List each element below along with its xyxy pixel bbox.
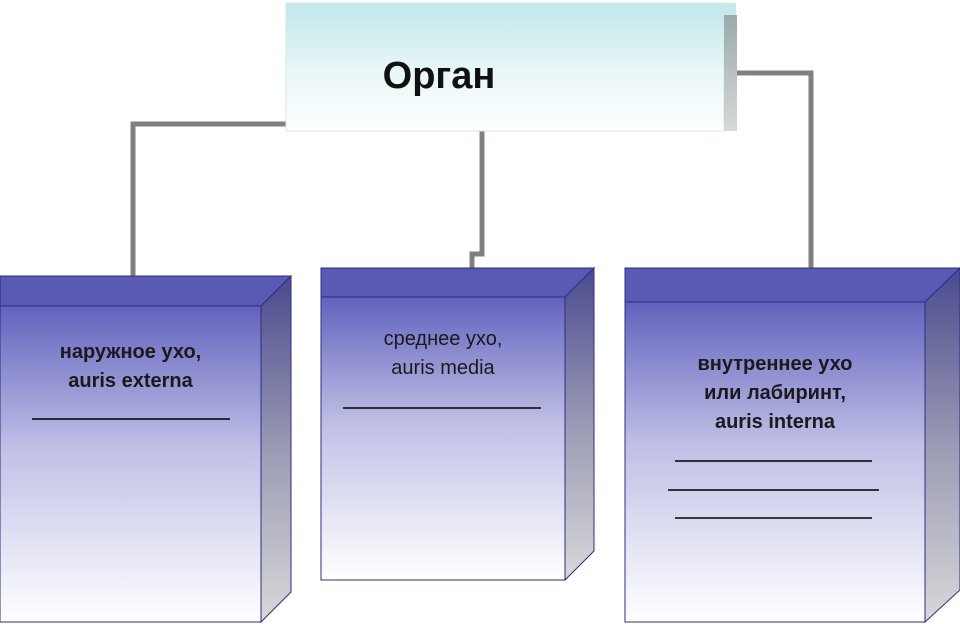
connector-right [737, 70, 814, 268]
box-inner-ear [624, 267, 960, 624]
box-outer-ear-label: наружное ухо, auris externa [59, 341, 202, 392]
box-inner-ear-label: внутреннее ухо или лабиринт, auris inter… [697, 353, 853, 433]
root-title: Орган [382, 55, 496, 97]
box-middle-ear-label: среднее ухо, auris media [383, 328, 503, 379]
box-middle-ear [320, 266, 596, 582]
box-outer-ear [0, 274, 293, 624]
connector-left [130, 121, 286, 276]
root-node [285, 2, 737, 132]
connector-middle [469, 131, 485, 268]
